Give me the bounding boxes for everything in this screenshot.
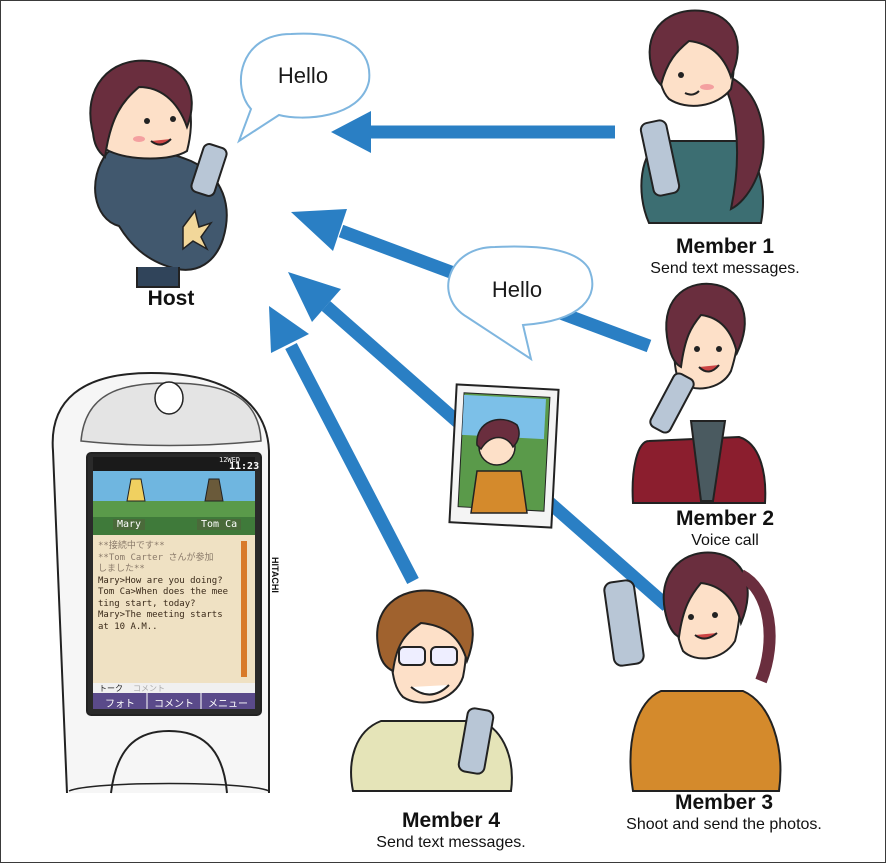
softkey-comment[interactable]: コメント	[154, 699, 194, 710]
member4-label: Member 4 Send text messages.	[331, 809, 571, 853]
member4-title: Member 4	[401, 809, 501, 832]
member3-desc: Shoot and send the photos.	[626, 816, 822, 833]
chat-line: **接続中です**	[98, 541, 165, 551]
chat-line: ting start, today?	[98, 598, 196, 609]
photo-card	[448, 383, 560, 529]
speech-bubble-host	[236, 32, 371, 144]
chat-line: Mary>How are you doing?	[98, 575, 223, 586]
member1-character	[639, 9, 765, 224]
arrow-member1-to-host	[331, 111, 615, 153]
member4-desc: Send text messages.	[376, 834, 526, 851]
chat-line: しました**	[98, 564, 145, 574]
member3-label: Member 3 Shoot and send the photos.	[589, 791, 859, 835]
phone-clock: 11:23	[229, 461, 260, 472]
phone-device	[51, 371, 270, 794]
chat-line: at 10 A.M..	[98, 621, 158, 632]
speech-bubble-member2	[447, 245, 594, 362]
member1-title: Member 1	[675, 235, 775, 258]
avatar-name-1: Mary	[113, 519, 146, 530]
chat-line: Mary>The meeting starts	[98, 610, 223, 620]
softkey-menu[interactable]: メニュー	[208, 699, 248, 710]
member2-desc: Voice call	[691, 532, 759, 549]
member4-character	[350, 589, 513, 792]
phone-date: 12WED	[219, 456, 241, 464]
host-bubble-text: Hello	[277, 63, 329, 88]
member2-character	[631, 282, 767, 504]
member2-bubble-text: Hello	[491, 277, 543, 302]
phone-brand-logo: HITACHI	[270, 557, 280, 593]
member1-label: Member 1 Send text messages.	[605, 235, 845, 279]
tab-talk[interactable]: トーク	[99, 684, 123, 693]
softkey-photo[interactable]: フォト	[105, 699, 135, 710]
arrow-member4-to-host	[269, 306, 419, 584]
chat-line: **Tom Carter さんが参加	[98, 552, 214, 563]
chat-line: Tom Ca>When does the mee	[98, 587, 229, 597]
phone-brand-wrap: HITACHI	[269, 557, 283, 627]
tab-comment[interactable]: コメント	[133, 684, 165, 693]
member2-label: Member 2 Voice call	[605, 507, 845, 551]
member3-character	[603, 551, 782, 792]
host-label: Host	[147, 287, 195, 310]
member2-title: Member 2	[675, 507, 775, 530]
avatar-name-2: Tom Ca	[197, 519, 242, 530]
member3-title: Member 3	[674, 791, 774, 814]
member1-desc: Send text messages.	[650, 260, 800, 277]
chat-log: **接続中です** **Tom Carter さんが参加 しました** Mary…	[98, 541, 240, 633]
host-character	[89, 59, 228, 288]
